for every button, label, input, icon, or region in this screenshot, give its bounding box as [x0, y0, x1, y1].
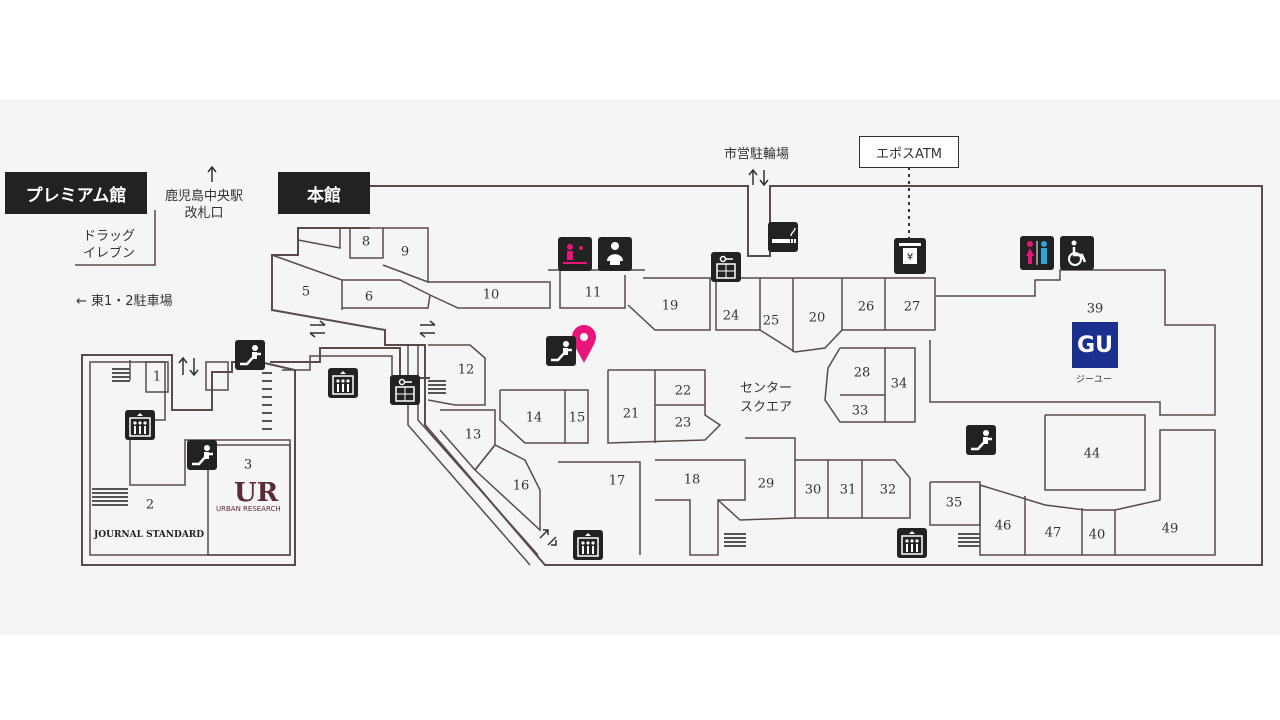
elevator-icon[interactable]	[125, 410, 155, 440]
unit-20-number: 20	[809, 311, 826, 326]
atm-label: エポスATM	[859, 136, 959, 168]
unit-6-number: 6	[365, 290, 373, 305]
main-building-wall	[271, 185, 1263, 566]
key-locker-icon[interactable]	[711, 252, 741, 282]
unit-22-number: 22	[675, 384, 692, 399]
escalator-icon[interactable]	[546, 336, 576, 366]
nursing-room-icon[interactable]	[598, 237, 632, 271]
unit-31-number: 31	[840, 483, 857, 498]
premium-building-label: プレミアム館	[5, 172, 147, 214]
svg-text:¥: ¥	[907, 252, 913, 263]
bicycle-parking-label: 市営駐輪場	[724, 147, 790, 162]
unit-33-number: 33	[852, 404, 869, 419]
unit-5-number: 5	[302, 285, 310, 300]
unit-13-number: 13	[465, 428, 482, 443]
escalator-icon[interactable]	[187, 440, 217, 470]
unit-27-number: 27	[904, 300, 921, 315]
unit-1-number: 1	[153, 370, 161, 385]
unit-21-number: 21	[623, 407, 640, 422]
unit-23-number: 23	[675, 416, 692, 431]
parking-east-label: ← 東1・2駐車場	[76, 294, 173, 309]
unit-2-number: 2	[146, 498, 154, 513]
unit-47-number: 47	[1045, 526, 1062, 541]
accessible-icon[interactable]	[1060, 236, 1094, 270]
unit-25-number: 25	[763, 314, 780, 329]
unit-12-number: 12	[458, 363, 475, 378]
unit-24-number: 24	[723, 309, 740, 324]
gu-caption: ジーユー	[1076, 375, 1113, 385]
unit-44-number: 44	[1084, 447, 1101, 462]
escalator-icon[interactable]	[966, 425, 996, 455]
restroom-icon[interactable]	[1020, 236, 1054, 270]
location-pin-icon	[572, 325, 596, 363]
unit-3-outline	[207, 444, 291, 556]
unit-3-number: 3	[244, 458, 252, 473]
unit-39-number: 39	[1087, 302, 1104, 317]
unit-1-outline	[145, 361, 169, 393]
elevator-shaft	[205, 361, 229, 391]
unit-32-number: 32	[880, 483, 897, 498]
unit-16-number: 16	[513, 479, 530, 494]
smoking-icon[interactable]	[768, 222, 798, 252]
unit-35-number: 35	[946, 496, 963, 511]
ur-logo: UR	[234, 478, 279, 508]
stairs-icon	[92, 368, 980, 547]
unit-28-number: 28	[854, 366, 871, 381]
unit-34-number: 34	[891, 377, 908, 392]
atm-icon[interactable]: ¥	[894, 238, 926, 274]
key-locker-icon[interactable]	[390, 375, 420, 405]
unit-19-number: 19	[662, 299, 679, 314]
elevator-icon[interactable]	[573, 530, 603, 560]
journal-standard-logo: JOURNAL STANDARD	[94, 530, 205, 540]
premium-building-wall	[81, 354, 296, 566]
unit-29-number: 29	[758, 477, 775, 492]
unit-40-number: 40	[1089, 528, 1106, 543]
unit-10-number: 10	[483, 288, 500, 303]
unit-14-number: 14	[526, 411, 543, 426]
elevator-icon[interactable]	[328, 368, 358, 398]
unit-17-number: 17	[609, 474, 626, 489]
unit-18-number: 18	[684, 473, 701, 488]
unit-9-number: 9	[401, 245, 409, 260]
unit-46-number: 46	[995, 519, 1012, 534]
station-gate-label: 鹿児島中央駅 改札口	[165, 189, 244, 221]
unit-11-number: 11	[585, 286, 602, 301]
drugstore-label: ドラッグ イレブン	[83, 229, 136, 261]
main-building-label: 本館	[278, 172, 370, 214]
elevator-icon[interactable]	[897, 528, 927, 558]
unit-26-number: 26	[858, 300, 875, 315]
unit-8-number: 8	[362, 235, 370, 250]
escalator-icon[interactable]	[235, 340, 265, 370]
direction-arrows	[178, 165, 769, 546]
baby-care-icon[interactable]	[558, 237, 592, 271]
ur-name: URBAN RESEARCH	[216, 505, 281, 513]
center-square-label: センター スクエア	[740, 381, 793, 415]
gu-logo: GU	[1072, 322, 1118, 368]
unit-15-number: 15	[569, 411, 586, 426]
unit-30-number: 30	[805, 483, 822, 498]
unit-49-number: 49	[1162, 522, 1179, 537]
